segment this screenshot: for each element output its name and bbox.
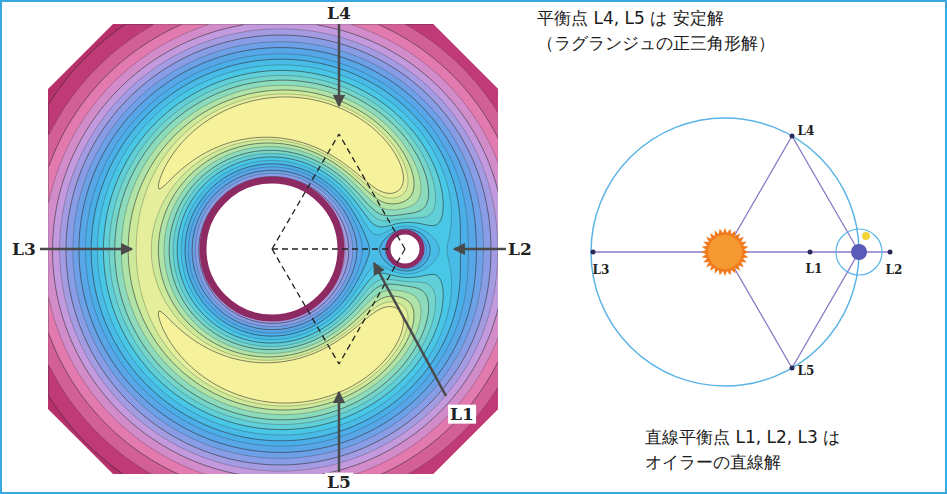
- potential-band: [86, 54, 469, 446]
- orbit-diagram: [591, 118, 893, 386]
- guide-line: [272, 248, 388, 249]
- potential-band: [79, 48, 476, 453]
- sun-disc: [708, 235, 742, 269]
- point-label: L3: [10, 240, 38, 259]
- planet: [851, 244, 867, 260]
- pointer-arrow: [454, 248, 506, 251]
- point-label: L3: [593, 264, 610, 277]
- sun: [701, 228, 749, 276]
- point-dot: [808, 250, 813, 255]
- point-label: L1: [806, 263, 823, 276]
- map-overlay: [40, 24, 506, 472]
- guide-line: [339, 134, 405, 249]
- guide-line: [339, 249, 405, 364]
- potential-band: [103, 70, 443, 429]
- point-label: L2: [886, 264, 903, 277]
- dashed-guides: [272, 134, 405, 364]
- point-label: L4: [798, 125, 815, 138]
- triangle-side: [792, 136, 859, 252]
- triangle-lines: [593, 136, 890, 368]
- point-label: L1: [448, 405, 476, 424]
- potential-band: [73, 42, 484, 459]
- potential-band: [158, 97, 403, 403]
- pointer-arrow: [338, 24, 341, 106]
- sun-rays: [701, 228, 749, 276]
- triangle-side: [792, 252, 859, 368]
- potential-band: [109, 76, 435, 425]
- point-label: L5: [798, 365, 815, 378]
- potential-band: [128, 90, 414, 410]
- pointer-arrow: [374, 263, 446, 396]
- point-label: L4: [325, 4, 353, 23]
- moon: [862, 232, 870, 240]
- point-label: L5: [325, 473, 353, 492]
- pointer-arrows: [40, 24, 506, 472]
- guide-line: [272, 249, 339, 364]
- point-dot: [790, 366, 795, 371]
- note-text: 直線平衡点 L1, L2, L3 は オイラーの直線解: [645, 425, 885, 474]
- potential-band: [91, 59, 460, 441]
- lagrange-dots: [591, 134, 893, 371]
- potential-band: [97, 65, 451, 435]
- pointer-arrow: [338, 392, 341, 472]
- note-text: 平衡点 L4, L5 は 安定解（ラグランジュの正三角形解）: [537, 6, 867, 55]
- planet-orbit: [836, 229, 882, 275]
- point-label: L2: [506, 240, 534, 259]
- point-dot: [591, 250, 596, 255]
- potential-band: [136, 94, 408, 406]
- point-dot: [888, 250, 893, 255]
- guide-line: [272, 134, 339, 249]
- potential-band: [115, 80, 429, 420]
- pointer-arrow: [40, 248, 132, 251]
- point-dot: [790, 134, 795, 139]
- potential-band: [121, 85, 421, 414]
